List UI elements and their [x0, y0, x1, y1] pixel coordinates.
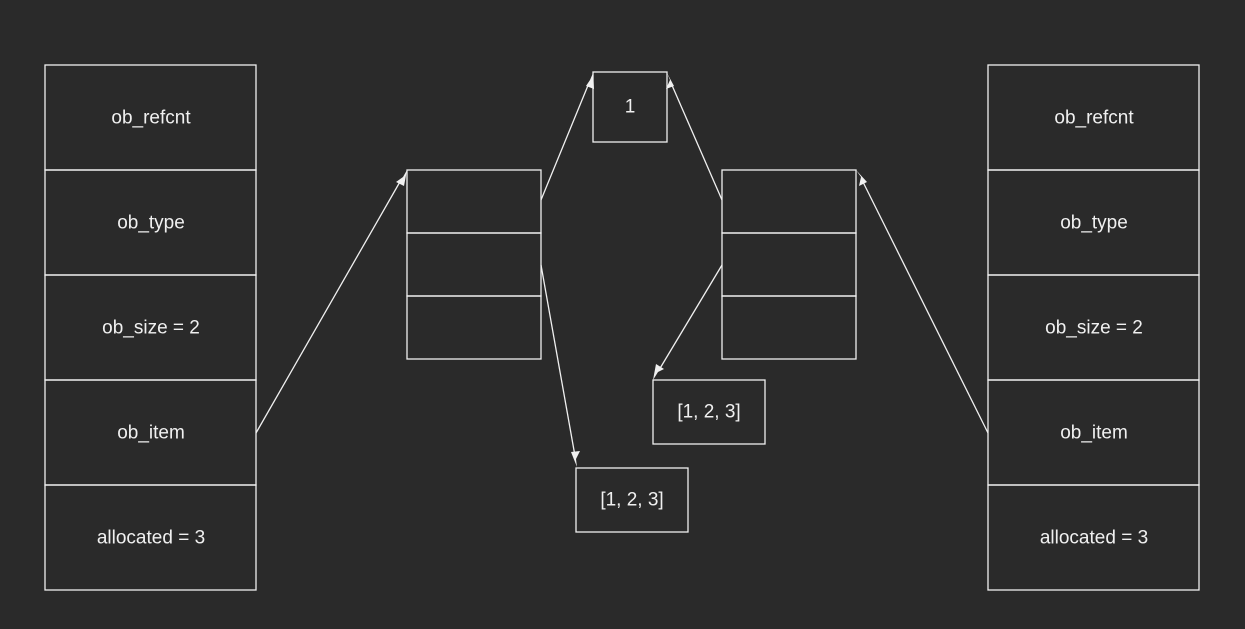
right-ob-item-pointer	[861, 179, 989, 434]
right-array-slot-0	[721, 169, 857, 234]
right-size-label: ob_size = 2	[1045, 318, 1143, 339]
int-object-label: 1	[625, 97, 636, 118]
right-refcnt-label: ob_refcnt	[1054, 108, 1134, 129]
right-slot1-to-list-arrowhead	[653, 364, 664, 380]
right-array-slot-1	[721, 232, 857, 297]
right-inner-list-object: [1, 2, 3]	[652, 379, 766, 445]
right-allocated-cell	[987, 484, 1200, 591]
left-allocated-cell	[44, 484, 257, 591]
right-slot0-to-int-arrowhead	[666, 73, 674, 89]
right-type-label: ob_type	[1060, 213, 1128, 234]
left-allocated-label: allocated = 3	[97, 528, 205, 549]
right-slot0-to-int-pointer	[670, 82, 723, 201]
right-inner-list-box	[652, 379, 766, 445]
right-item-label: ob_item	[1060, 423, 1128, 444]
right-ob-item-arrowhead	[856, 170, 867, 186]
left-slot0-to-int-pointer	[540, 82, 590, 201]
left-ob-item-arrowhead	[396, 170, 407, 186]
left-inner-list-label: [1, 2, 3]	[600, 490, 663, 511]
right-slot1-to-list-pointer	[658, 264, 723, 371]
left-slot0-to-int-arrowhead	[586, 73, 594, 89]
right-item-array	[721, 169, 857, 360]
left-array-slot-1	[406, 232, 542, 297]
left-item-array	[406, 169, 542, 360]
right-inner-list-label: [1, 2, 3]	[677, 402, 740, 423]
right-allocated-label: allocated = 3	[1040, 528, 1148, 549]
shared-int-object: 1	[592, 71, 668, 143]
right-array-slot-2	[721, 295, 857, 360]
left-array-slot-0	[406, 169, 542, 234]
right-list-struct: ob_refcnt ob_type ob_size = 2 ob_item al…	[987, 64, 1200, 591]
left-inner-list-object: [1, 2, 3]	[575, 467, 689, 533]
left-size-label: ob_size = 2	[102, 318, 200, 339]
left-slot1-to-list-arrowhead	[571, 451, 580, 467]
pointer-arrows	[255, 73, 989, 467]
left-type-label: ob_type	[117, 213, 185, 234]
left-array-slot-2	[406, 295, 542, 360]
left-slot1-to-list-pointer	[540, 264, 576, 457]
left-ob-item-pointer	[255, 179, 402, 434]
left-item-label: ob_item	[117, 423, 185, 444]
left-inner-list-box	[575, 467, 689, 533]
int-object-box	[592, 71, 668, 143]
left-refcnt-label: ob_refcnt	[111, 108, 191, 129]
left-list-struct: ob_refcnt ob_type ob_size = 2 ob_item al…	[44, 64, 257, 591]
